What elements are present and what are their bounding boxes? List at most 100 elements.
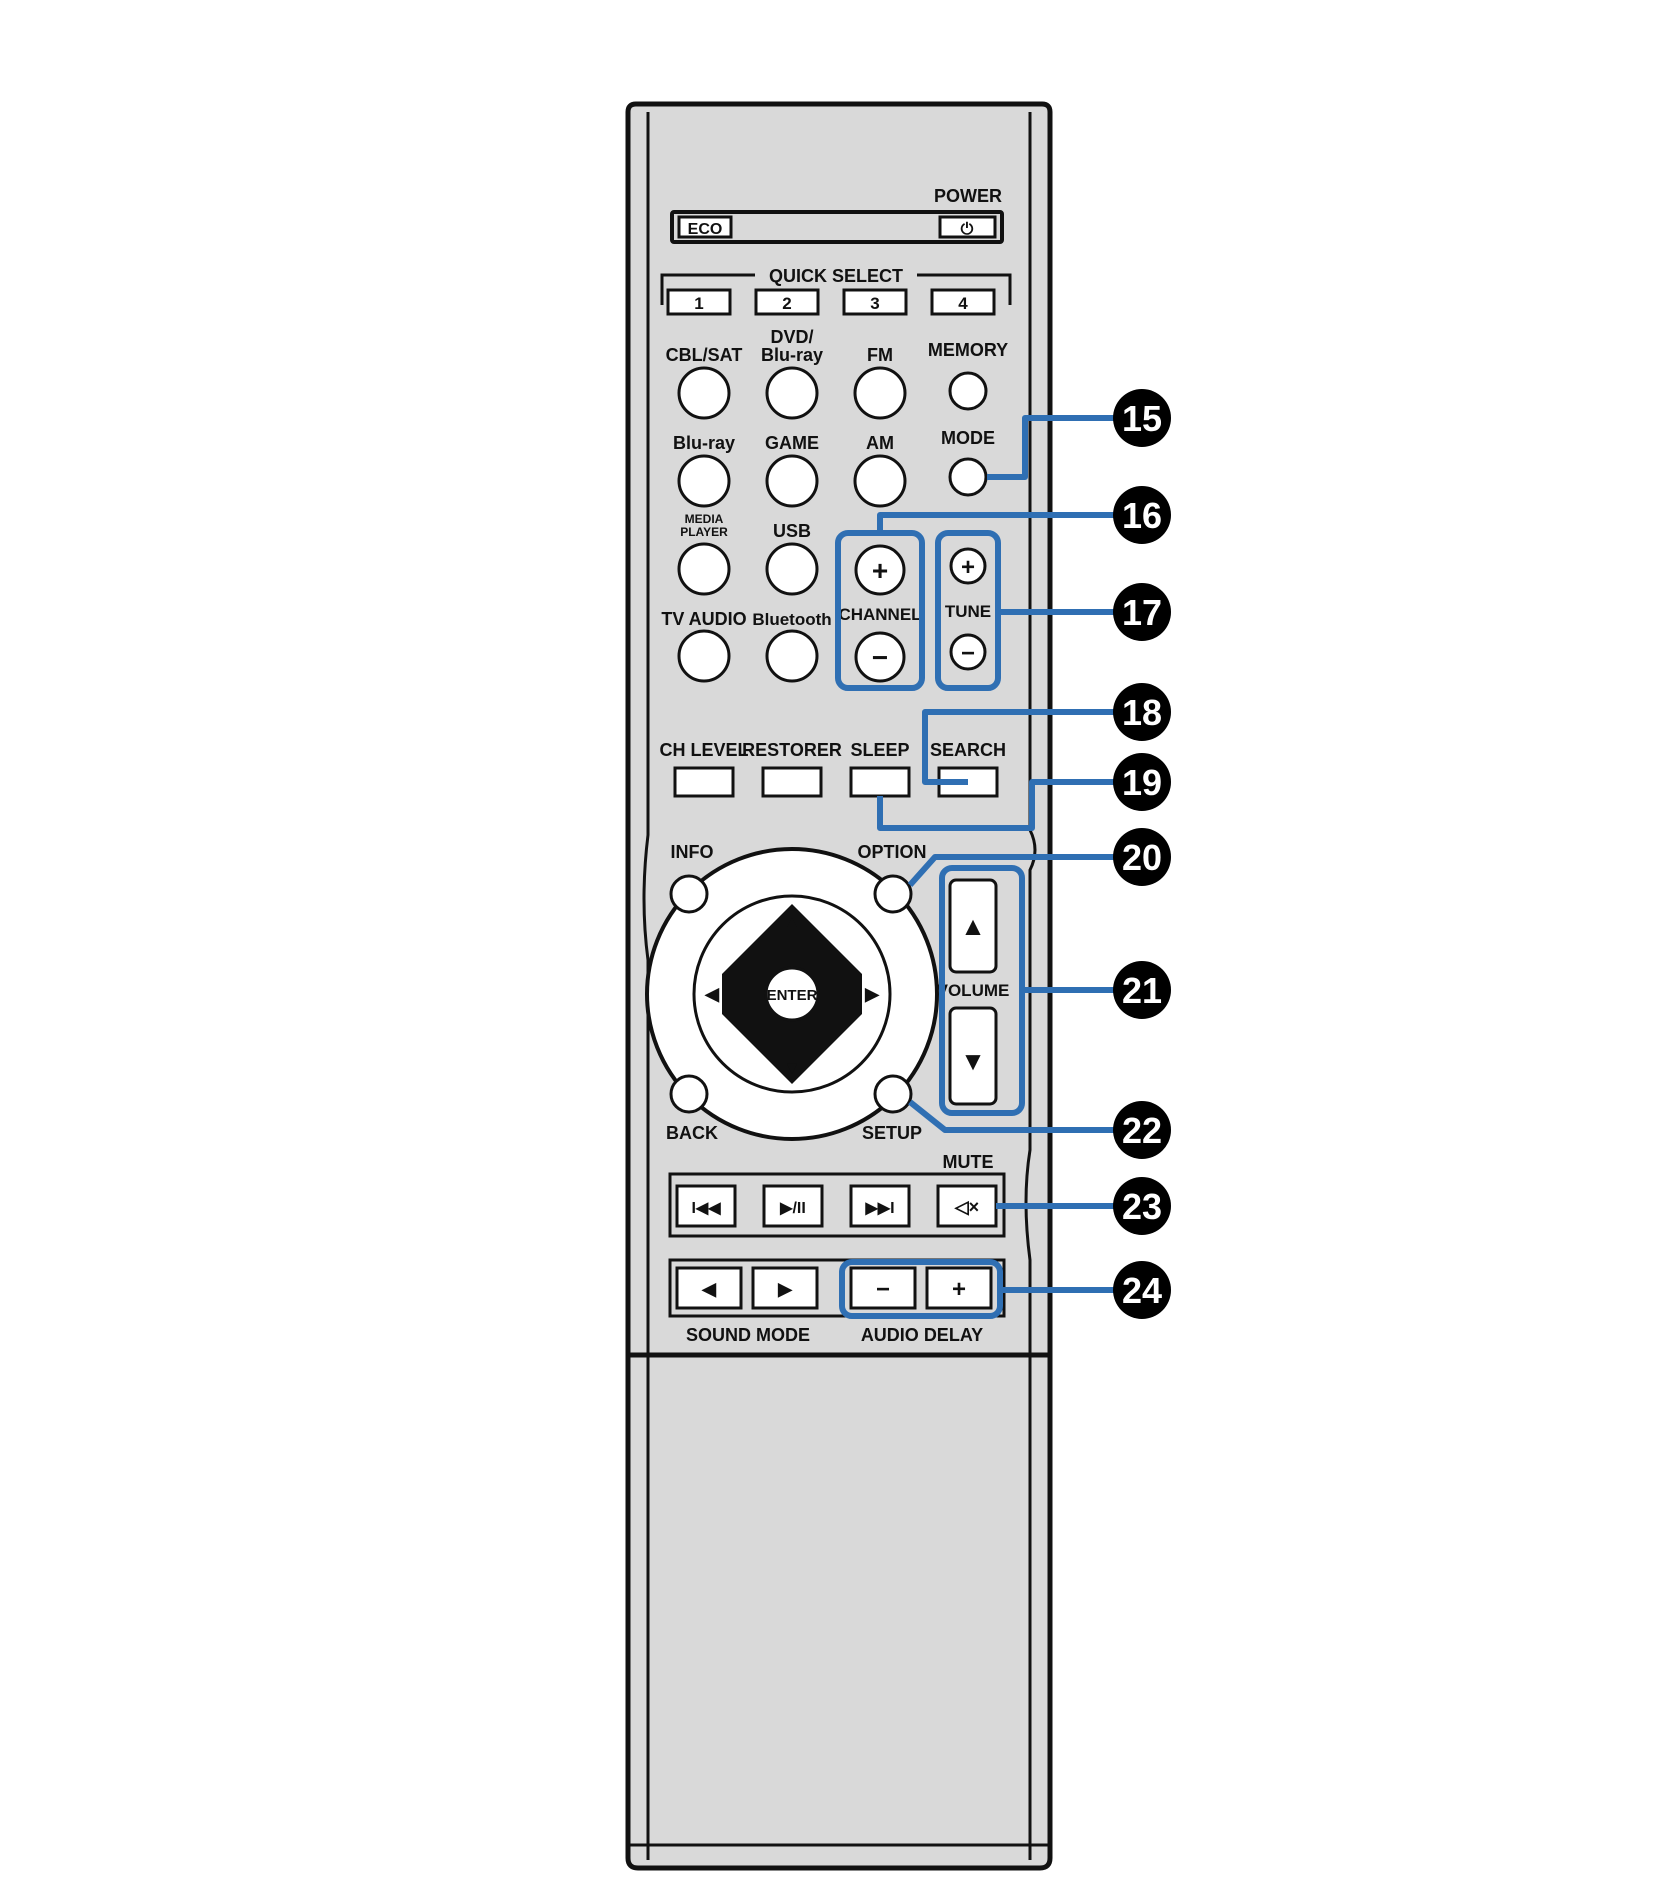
ch-level-button[interactable] xyxy=(673,766,735,798)
audio-delay-plus-button[interactable] xyxy=(925,1266,993,1310)
volume-down-button[interactable] xyxy=(948,1006,998,1106)
sound-mode-left-icon: ◀ xyxy=(701,1279,717,1299)
previous-button[interactable] xyxy=(675,1184,737,1228)
arrow-left-button[interactable]: ◀ xyxy=(704,984,720,1004)
media-player-button[interactable] xyxy=(677,542,731,596)
fm-label: FM xyxy=(867,345,893,365)
channel-label: CHANNEL xyxy=(838,605,921,624)
audio-delay-minus-icon: − xyxy=(876,1276,890,1303)
usb-button[interactable] xyxy=(765,542,819,596)
quick-select-2-label: 2 xyxy=(782,294,791,313)
am-label: AM xyxy=(866,433,894,453)
callout-number-20: 20 xyxy=(1122,837,1162,878)
sound-mode-left-button[interactable] xyxy=(675,1266,743,1310)
sound-mode-right-icon: ▶ xyxy=(777,1279,793,1299)
tune-group: + TUNE − xyxy=(945,547,991,671)
arrow-right-button[interactable]: ▶ xyxy=(864,984,880,1004)
memory-label: MEMORY xyxy=(928,340,1008,360)
callout-number-19: 19 xyxy=(1122,762,1162,803)
channel-plus-button[interactable] xyxy=(854,544,906,596)
next-button[interactable] xyxy=(849,1184,911,1228)
next-icon: ▶▶I xyxy=(864,1200,894,1217)
power-button[interactable] xyxy=(938,215,997,239)
option-button[interactable] xyxy=(873,874,913,914)
fm-button[interactable] xyxy=(853,366,907,420)
quick-select-1-button[interactable] xyxy=(666,288,732,316)
quick-select-4-button[interactable] xyxy=(930,288,996,316)
arrow-up-button[interactable]: ▲ xyxy=(783,912,801,932)
enter-button[interactable] xyxy=(764,966,820,1022)
tv-audio-button[interactable] xyxy=(677,629,731,683)
mute-button[interactable] xyxy=(936,1184,998,1228)
eco-power-row: POWER ECO ⏻ xyxy=(670,186,1004,244)
callout-badge-23 xyxy=(1113,1177,1171,1235)
callout-number-23: 23 xyxy=(1122,1186,1162,1227)
sound-mode-audio-delay: ◀ ▶ − + SOUND MODE AUDIO DELAY xyxy=(668,1258,1006,1345)
volume-down-arrow: ▼ xyxy=(960,1046,986,1076)
audio-delay-label: AUDIO DELAY xyxy=(861,1325,983,1345)
am-button[interactable] xyxy=(853,454,907,508)
quick-select-3-button[interactable] xyxy=(842,288,908,316)
tune-plus-label: + xyxy=(961,554,975,581)
tune-minus-label: − xyxy=(961,640,975,667)
callout-badge-19 xyxy=(1113,753,1171,811)
setup-label: SETUP xyxy=(862,1123,922,1143)
usb-label: USB xyxy=(773,521,811,541)
callout-number-18: 18 xyxy=(1122,692,1162,733)
volume-up-arrow: ▲ xyxy=(960,911,986,941)
restorer-button[interactable] xyxy=(761,766,823,798)
restorer-label: RESTORER xyxy=(742,740,842,760)
navigation-ring: ENTER ▲ ▼ ◀ ▶ INFO OPTION BACK SETUP xyxy=(645,842,939,1143)
mode-label: MODE xyxy=(941,428,995,448)
mute-label: MUTE xyxy=(943,1152,994,1172)
tune-plus-button[interactable] xyxy=(949,547,987,585)
callout-badge-16 xyxy=(1113,486,1171,544)
power-label: POWER xyxy=(934,186,1002,206)
dvd-label-line1: DVD/ xyxy=(770,327,813,347)
channel-group: + CHANNEL − xyxy=(838,544,922,683)
info-button[interactable] xyxy=(669,874,709,914)
setup-button[interactable] xyxy=(873,1074,913,1114)
callout-number-15: 15 xyxy=(1122,398,1162,439)
channel-plus-label: + xyxy=(872,555,888,586)
mode-button[interactable] xyxy=(948,457,988,497)
sleep-button[interactable] xyxy=(849,766,911,798)
cbl-sat-button[interactable] xyxy=(677,366,731,420)
enter-label: ENTER xyxy=(767,987,818,1004)
quick-select-2-button[interactable] xyxy=(754,288,820,316)
volume-up-button[interactable] xyxy=(948,878,998,974)
callout-badge-21 xyxy=(1113,961,1171,1019)
ch-level-label: CH LEVEL xyxy=(659,740,748,760)
back-button[interactable] xyxy=(669,1074,709,1114)
eco-label: ECO xyxy=(688,221,723,238)
previous-icon: I◀◀ xyxy=(691,1200,721,1217)
callout-number-17: 17 xyxy=(1122,592,1162,633)
tune-minus-button[interactable] xyxy=(949,633,987,671)
audio-delay-minus-button[interactable] xyxy=(849,1266,917,1310)
play-pause-button[interactable] xyxy=(762,1184,824,1228)
arrow-down-button[interactable]: ▼ xyxy=(783,1058,801,1078)
media-player-label-line1: MEDIA xyxy=(685,512,724,526)
game-label: GAME xyxy=(765,433,819,453)
sound-mode-right-button[interactable] xyxy=(751,1266,819,1310)
eco-button[interactable] xyxy=(677,215,733,239)
callout-badge-22 xyxy=(1113,1101,1171,1159)
option-label: OPTION xyxy=(857,842,926,862)
play-pause-icon: ▶/II xyxy=(779,1200,806,1217)
volume-label: VOLUME xyxy=(937,981,1010,1000)
game-button[interactable] xyxy=(765,454,819,508)
bluetooth-button[interactable] xyxy=(765,629,819,683)
dvd-bluray-button[interactable] xyxy=(765,366,819,420)
callout-badge-18 xyxy=(1113,683,1171,741)
channel-minus-button[interactable] xyxy=(854,631,906,683)
bluetooth-label: Bluetooth xyxy=(752,610,831,629)
memory-button[interactable] xyxy=(948,371,988,411)
dvd-label-line2: Blu-ray xyxy=(761,345,823,365)
tune-label: TUNE xyxy=(945,602,991,621)
bluray-button[interactable] xyxy=(677,454,731,508)
callout-number-22: 22 xyxy=(1122,1110,1162,1151)
